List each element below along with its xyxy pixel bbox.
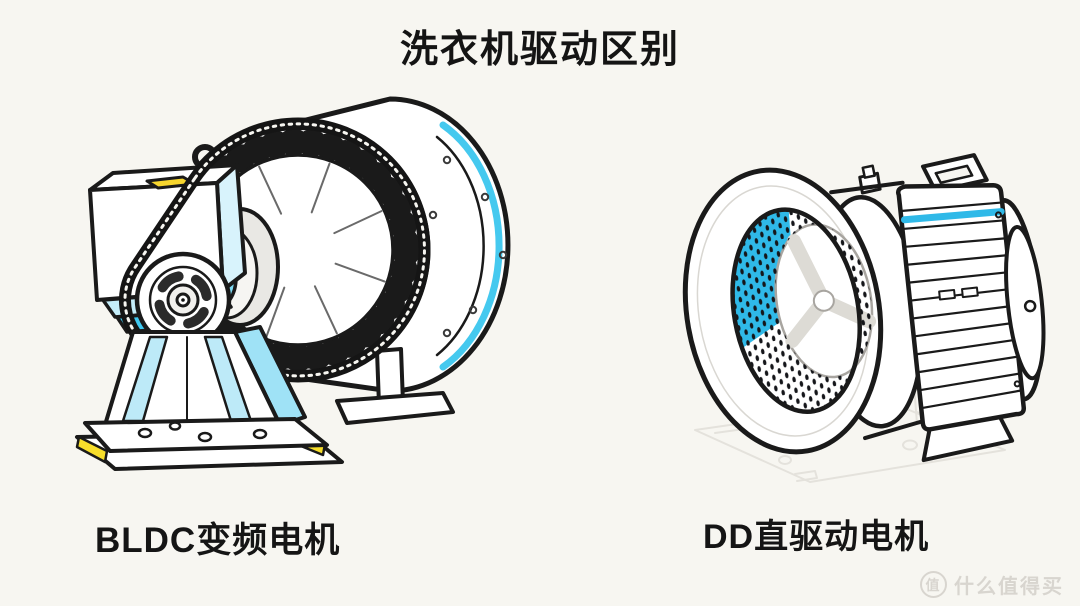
bldc-caption: BLDC变频电机 (95, 521, 341, 560)
base-accent-left (75, 435, 109, 464)
direct-drive-motor-illustration (682, 153, 1046, 483)
page-title: 洗衣机驱动区别 (399, 29, 680, 71)
pedestal-mount (75, 325, 344, 471)
belt-drive-motor-illustration (75, 96, 511, 471)
motor-pulley (134, 251, 232, 349)
bldc-figure (55, 85, 555, 485)
blue-stripe (900, 208, 1005, 224)
drum-assembly (682, 167, 884, 455)
drum-foot-bracket (335, 347, 455, 425)
drum-perforations (732, 209, 873, 412)
watermark-site-name: 什么值得买 (954, 576, 1064, 598)
watermark: 值 什么值得买 (920, 570, 1064, 599)
dd-caption: DD直驱动电机 (703, 518, 930, 556)
dd-figure (655, 130, 1075, 510)
smzdm-logo-icon: 值 (920, 571, 947, 598)
